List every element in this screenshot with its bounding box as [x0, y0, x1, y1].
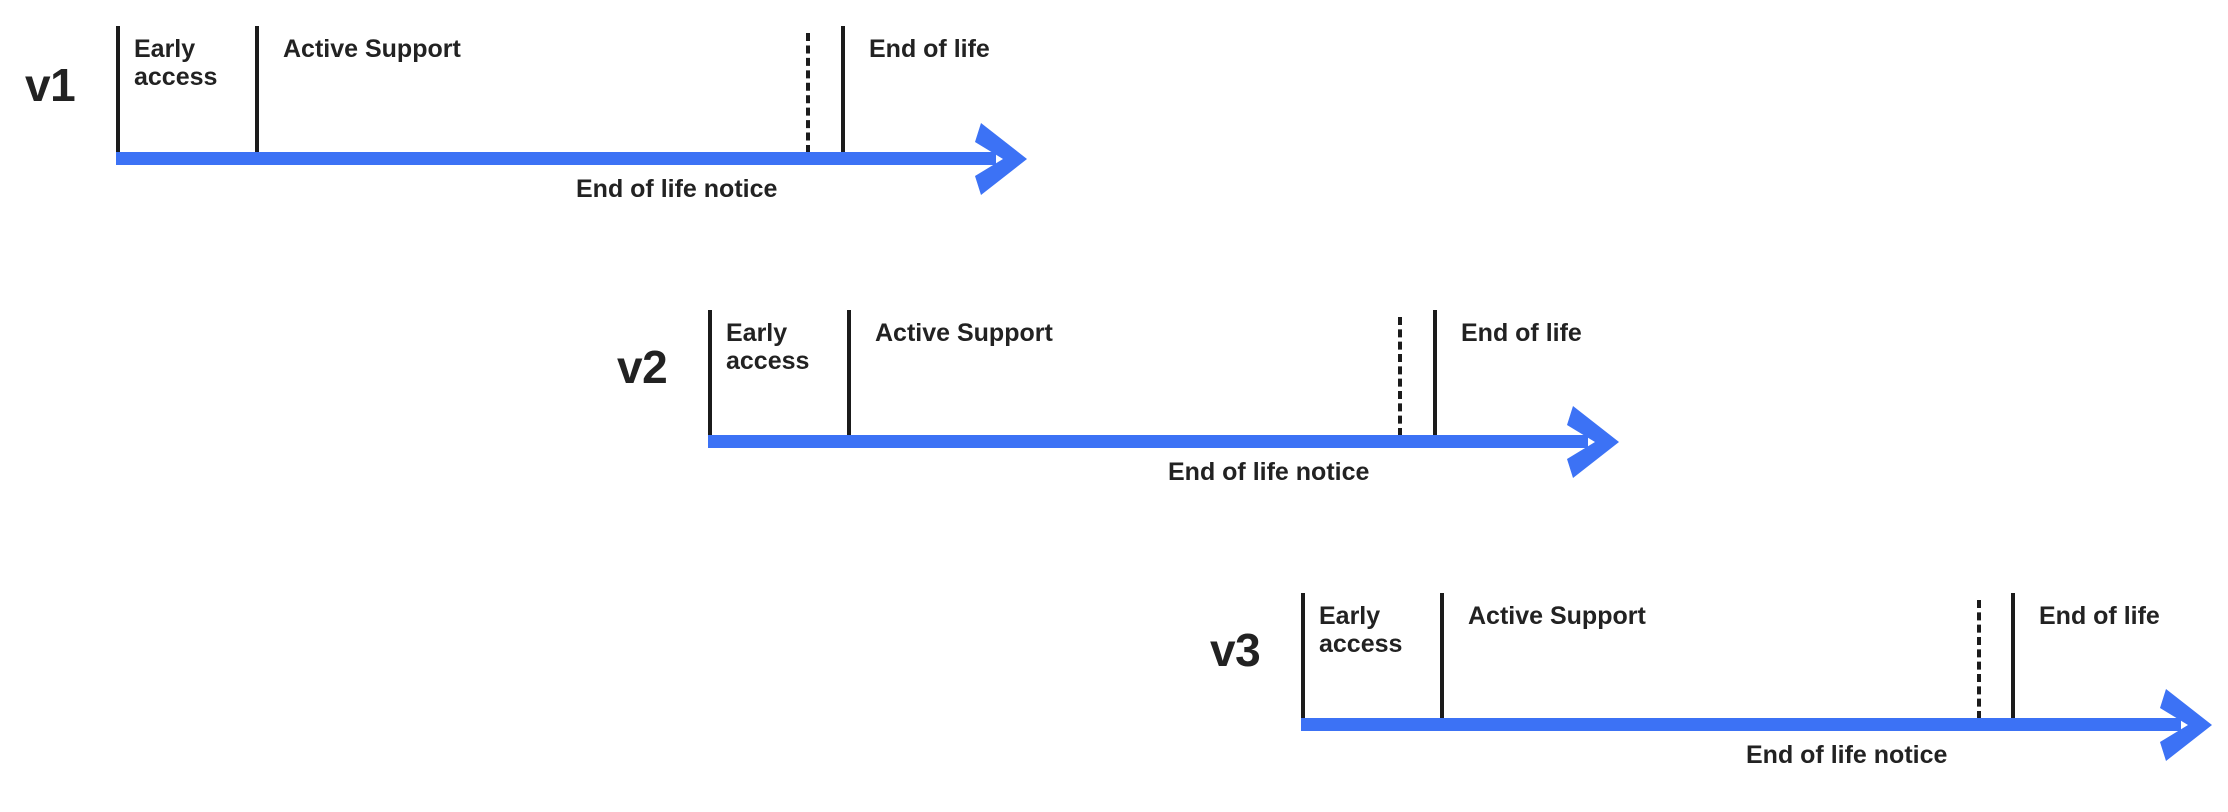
timeline-arrow-shaft-v1 [116, 152, 996, 165]
phase-divider-notice-start-v1 [806, 33, 810, 153]
notice-label-v3: End of life notice [1746, 741, 1948, 769]
arrow-right-icon [1567, 406, 1619, 478]
version-label-v1: v1 [25, 59, 76, 111]
version-label-v3: v3 [1210, 624, 1261, 676]
phase-divider-end-of-life-start-v3 [2011, 593, 2015, 719]
timeline-arrow-shaft-v3 [1301, 718, 2181, 731]
phase-divider-early-access-start-v1 [116, 26, 120, 153]
phase-label-early-access-v1: Early access [134, 35, 218, 91]
phase-label-end-of-life-v1: End of life [869, 35, 990, 63]
phase-label-early-access-v3: Early access [1319, 602, 1403, 658]
phase-divider-notice-start-v2 [1398, 317, 1402, 436]
phase-label-end-of-life-v2: End of life [1461, 319, 1582, 347]
phase-divider-end-of-life-start-v2 [1433, 310, 1437, 436]
arrow-right-icon [2160, 689, 2212, 761]
phase-divider-active-support-start-v3 [1440, 593, 1444, 719]
phase-label-early-access-v2: Early access [726, 319, 810, 375]
phase-divider-early-access-start-v2 [708, 310, 712, 436]
phase-label-active-support-v3: Active Support [1468, 602, 1646, 630]
version-label-v2: v2 [617, 341, 668, 393]
phase-label-end-of-life-v3: End of life [2039, 602, 2160, 630]
arrow-right-icon [975, 123, 1027, 195]
notice-label-v1: End of life notice [576, 175, 778, 203]
phase-label-active-support-v2: Active Support [875, 319, 1053, 347]
phase-divider-early-access-start-v3 [1301, 593, 1305, 719]
phase-divider-end-of-life-start-v1 [841, 26, 845, 153]
notice-label-v2: End of life notice [1168, 458, 1370, 486]
phase-divider-active-support-start-v2 [847, 310, 851, 436]
phase-divider-active-support-start-v1 [255, 26, 259, 153]
phase-divider-notice-start-v3 [1977, 600, 1981, 719]
timeline-arrow-shaft-v2 [708, 435, 1588, 448]
phase-label-active-support-v1: Active Support [283, 35, 461, 63]
